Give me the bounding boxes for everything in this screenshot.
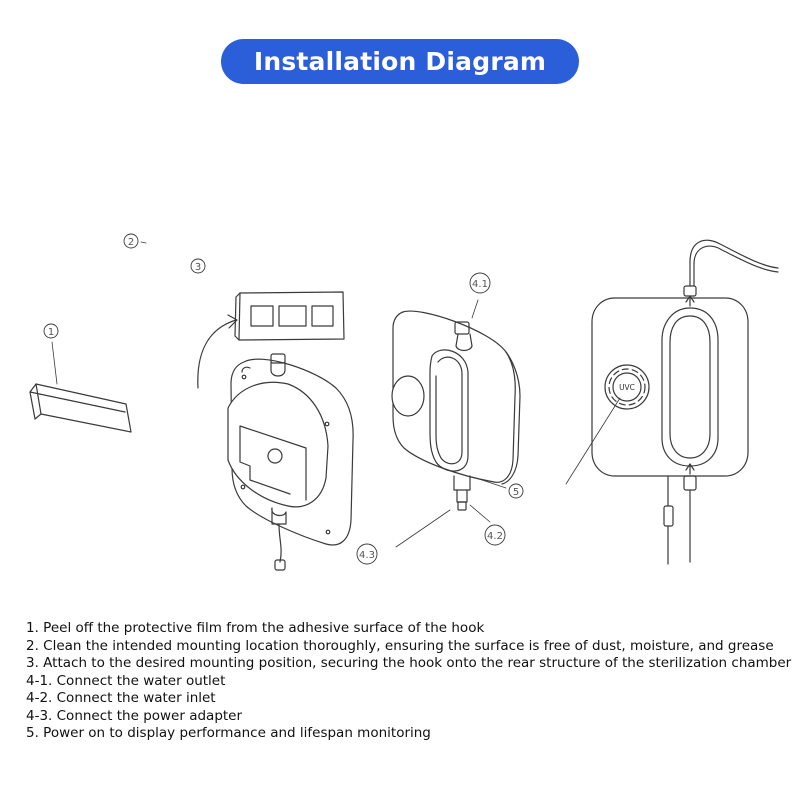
callout-4-1: 4.1: [469, 272, 491, 294]
callout-leader-uvc: [565, 397, 621, 485]
callout-4-2: 4.2: [484, 524, 506, 546]
callout-leader-4-1: [471, 299, 479, 319]
svg-text:4.2: 4.2: [487, 531, 503, 542]
svg-text:2: 2: [128, 237, 134, 248]
callout-3: 3: [190, 258, 206, 274]
mounting-hook-bracket: [234, 291, 345, 341]
attach-arrow-head: [227, 314, 238, 329]
svg-text:3: 3: [195, 262, 201, 273]
step-4-2: 4-2. Connect the water inlet: [26, 690, 216, 706]
callout-leader-2: [140, 241, 147, 244]
chamber-rear-view: [227, 353, 354, 571]
step-1: 1. Peel off the protective film from the…: [26, 620, 485, 636]
chamber-front-view: UVC: [591, 239, 779, 565]
svg-text:4.1: 4.1: [472, 279, 488, 290]
callout-2: 2: [123, 233, 139, 249]
callout-leader-5: [475, 477, 507, 489]
svg-text:4.3: 4.3: [359, 550, 375, 561]
step-4-3: 4-3. Connect the power adapter: [26, 707, 243, 724]
step-5: 5. Power on to display performance and l…: [26, 725, 431, 741]
callout-1: 1: [43, 323, 59, 339]
title-banner: Installation Diagram: [221, 39, 579, 84]
callout-5: 5: [508, 483, 524, 499]
callout-4-3: 4.3: [356, 543, 378, 565]
installation-steps: 1. Peel off the protective film from the…: [26, 620, 796, 743]
uvc-indicator-label: UVC: [619, 383, 635, 392]
callout-leader-4-3: [395, 509, 451, 548]
attach-arrow: [197, 319, 237, 389]
callout-leader-1: [51, 341, 58, 385]
step-2: 2. Clean the intended mounting location …: [26, 637, 774, 654]
chamber-side-view: [391, 310, 521, 511]
callout-leader-4-2: [469, 504, 491, 523]
page-title: Installation Diagram: [253, 47, 547, 76]
step-3: 3. Attach to the desired mounting positi…: [26, 655, 792, 671]
svg-text:1: 1: [48, 327, 54, 338]
step-4-1: 4-1. Connect the water outlet: [26, 672, 226, 689]
protective-film-card: [29, 383, 132, 433]
svg-text:5: 5: [513, 487, 519, 498]
